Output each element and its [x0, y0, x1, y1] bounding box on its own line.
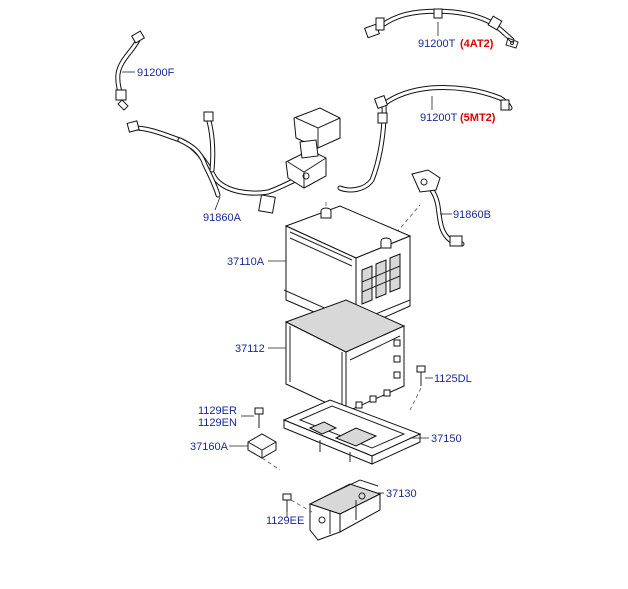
label-91860b[interactable]: 91860B: [453, 209, 491, 221]
label-37160a[interactable]: 37160A: [190, 441, 229, 453]
variant-4at2: (4AT2): [460, 38, 494, 50]
harness-91860a[interactable]: [126, 107, 341, 214]
label-91860a[interactable]: 91860A: [203, 212, 242, 224]
label-37112[interactable]: 37112: [235, 343, 265, 355]
label-37150[interactable]: 37150: [431, 433, 462, 445]
dashed-guide-1125dl: [409, 387, 422, 411]
label-1129er[interactable]: 1129ER: [198, 405, 237, 417]
leader-91860a: [214, 196, 221, 211]
label-91200f[interactable]: 91200F: [137, 67, 175, 79]
bracket-37160a[interactable]: [247, 433, 277, 459]
label-1129en[interactable]: 1129EN: [198, 417, 237, 429]
cable-91200f[interactable]: [115, 30, 146, 111]
variant-5mt2: (5MT2): [460, 112, 496, 124]
label-91200t-5mt2[interactable]: 91200T: [420, 112, 458, 124]
label-91200t-4at2[interactable]: 91200T: [418, 38, 456, 50]
bolt-1129er[interactable]: [254, 407, 264, 428]
cable-91200t-4at2[interactable]: [364, 8, 519, 49]
dashed-guide-1129ee: [290, 499, 313, 513]
label-1125dl[interactable]: 1125DL: [434, 373, 472, 385]
label-1129ee[interactable]: 1129EE: [266, 515, 304, 527]
cable-91200t-5mt2[interactable]: [337, 85, 513, 193]
battery-tray-37150[interactable]: [282, 399, 422, 465]
bolt-1125dl[interactable]: [416, 365, 426, 386]
label-37110a[interactable]: 37110A: [227, 256, 265, 268]
battery-insulator-37112[interactable]: [284, 299, 406, 413]
bolt-1129ee[interactable]: [282, 493, 292, 512]
bracket-37130[interactable]: [308, 479, 382, 541]
cable-91860b[interactable]: [411, 169, 465, 247]
dashed-guide-37160a: [261, 457, 281, 471]
label-37130[interactable]: 37130: [386, 488, 417, 500]
